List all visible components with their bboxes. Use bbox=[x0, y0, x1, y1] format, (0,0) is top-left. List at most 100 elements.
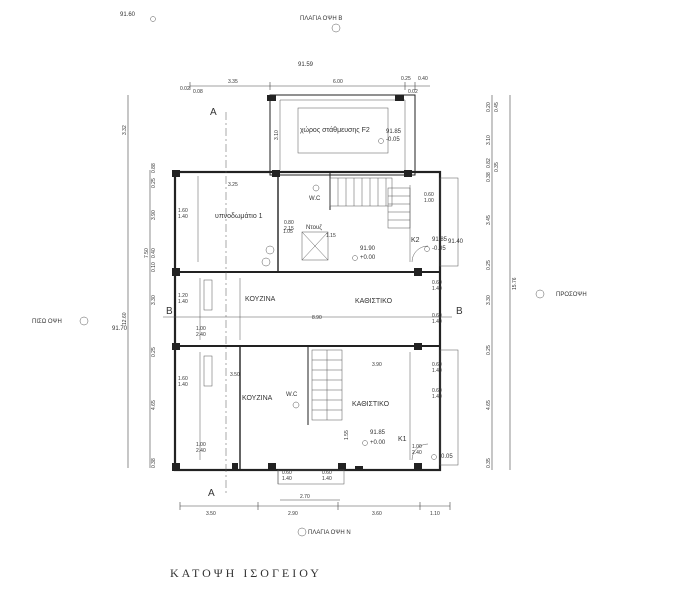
round-fixture bbox=[261, 257, 271, 267]
facade-label-top: ΠΛΑΓΙΑ ΟΨΗ Β bbox=[300, 16, 342, 22]
column bbox=[172, 343, 180, 350]
dim-right-6: 3.45 bbox=[486, 215, 492, 225]
elevation-parking-rel: -0.05 bbox=[386, 137, 400, 143]
elevation-right-k2-rel: -0.05 bbox=[432, 246, 446, 252]
column bbox=[414, 268, 422, 276]
column bbox=[172, 268, 180, 276]
elevation-lower-right-rel: -0.05 bbox=[439, 454, 453, 460]
kitchen-counter bbox=[203, 279, 213, 311]
dim-left-8: 3.30 bbox=[151, 295, 157, 305]
section-marker-a-top: A bbox=[210, 107, 217, 118]
column bbox=[232, 463, 238, 469]
dim-top-2: 3.35 bbox=[228, 79, 238, 85]
parking-area: χώρος στάθμευσης F2 91.85 -0.05 3.10 bbox=[267, 94, 416, 176]
column bbox=[172, 463, 180, 471]
column bbox=[414, 463, 422, 471]
facade-label-bottom: ΠΛΑΓΙΑ ΟΨΗ Ν bbox=[308, 530, 351, 536]
dim-bottom-inner: 2.70 bbox=[300, 494, 310, 500]
drawing-caption: ΚΑΤΟΨΗ ΙΣΟΓΕΙΟΥ bbox=[170, 566, 322, 580]
elevation-lower-center: 91.85 bbox=[370, 430, 386, 436]
dim-corridor: 1.15 bbox=[326, 233, 336, 239]
column bbox=[172, 170, 180, 177]
dim-stair-w: 1.05 bbox=[283, 229, 293, 235]
dimension-line-top: 0.02 0.08 3.35 6.00 0.25 0.40 0.02 bbox=[180, 76, 430, 95]
dim-top-6: 0.02 bbox=[408, 89, 418, 95]
dim-lower-living-w: 3.90 bbox=[372, 362, 382, 368]
facade-marker-left bbox=[79, 316, 89, 326]
dimension-lines-left: 3.32 7.50 12.60 0.25 0.88 3.90 0.10 0.40… bbox=[122, 95, 157, 468]
dim-bottom-0: 3.50 bbox=[206, 511, 216, 517]
dim-left-3: 0.25 bbox=[151, 178, 157, 188]
dim-top-3: 6.00 bbox=[333, 79, 343, 85]
column bbox=[338, 463, 346, 471]
dim-right-5: 0.35 bbox=[494, 162, 500, 172]
dim-left-6: 0.10 bbox=[151, 262, 157, 272]
elevation-parking: 91.85 bbox=[386, 129, 402, 135]
dim-right-7: 0.25 bbox=[486, 260, 492, 270]
dim-top-5: 0.40 bbox=[418, 76, 428, 82]
dim-right-12: 0.35 bbox=[486, 458, 492, 468]
facade-marker-bottom bbox=[297, 527, 307, 537]
entrance-porch: 2.70 bbox=[277, 466, 363, 501]
facade-label-left: ΠΙΣΩ ΟΨΗ bbox=[32, 319, 62, 325]
dim-left-5: 3.90 bbox=[151, 210, 157, 220]
door-swing-k1 bbox=[411, 443, 429, 461]
section-marker-b-right: B bbox=[456, 306, 463, 317]
section-marker-b-left: B bbox=[166, 306, 173, 317]
column-parking-ne bbox=[395, 95, 404, 101]
elevation-upper-center: 91.90 bbox=[360, 246, 376, 252]
room-label-wc-lower: W.C bbox=[286, 392, 298, 398]
dim-right-4: 0.82 bbox=[486, 158, 492, 168]
room-label-kitchen-upper: ΚΟΥΖΙΝΑ bbox=[245, 296, 276, 303]
label-k1: K1 bbox=[398, 436, 407, 443]
elevation-right-k2: 91.85 bbox=[432, 237, 448, 243]
dim-right-0: 0.20 bbox=[486, 102, 492, 112]
elevation-lower-center-rel: +0.00 bbox=[370, 440, 386, 446]
label-k2: K2 bbox=[411, 237, 420, 244]
dim-right-8: 3.30 bbox=[486, 295, 492, 305]
toilet-fixture bbox=[312, 184, 320, 192]
section-line-a: A A bbox=[208, 107, 227, 499]
facade-marker-right bbox=[535, 289, 545, 299]
right-annex bbox=[439, 177, 459, 466]
dim-lower-kitchen-w: 3.50 bbox=[230, 372, 240, 378]
dim-parking-h: 3.10 bbox=[274, 130, 280, 140]
round-fixture bbox=[265, 245, 275, 255]
dim-right-3: 0.38 bbox=[486, 172, 492, 182]
dim-left-0: 3.32 bbox=[122, 125, 128, 135]
dim-top-4: 0.25 bbox=[401, 76, 411, 82]
dim-left-4: 0.88 bbox=[151, 163, 157, 173]
column bbox=[268, 463, 276, 471]
dim-left-11: 0.38 bbox=[151, 458, 157, 468]
dim-lower-corridor: 1.55 bbox=[344, 430, 350, 440]
dim-bottom-3: 1.10 bbox=[430, 511, 440, 517]
dim-right-9: 15.76 bbox=[512, 277, 518, 290]
dim-right-2: 3.10 bbox=[486, 135, 492, 145]
elevation-marker-icon bbox=[362, 440, 368, 446]
dim-right-11: 4.65 bbox=[486, 400, 492, 410]
room-label-wc-upper: W.C bbox=[309, 196, 321, 202]
dim-top-1: 0.08 bbox=[193, 89, 203, 95]
room-label-bedroom: υπνοδωμάτιο 1 bbox=[215, 212, 263, 220]
facade-marker-top bbox=[331, 23, 341, 33]
room-label-kitchen-lower: ΚΟΥΖΙΝΑ bbox=[242, 395, 273, 402]
room-label-laundry: Ντουζ bbox=[306, 225, 322, 231]
dim-mid-width: 8.90 bbox=[312, 315, 322, 321]
main-walls bbox=[163, 170, 452, 472]
elevation-marker-icon bbox=[431, 454, 437, 460]
elevation-top-mid: 91.59 bbox=[298, 62, 314, 68]
room-label-living-lower: ΚΑΘΙΣΤΙΚΟ bbox=[352, 401, 390, 408]
shower-fixture bbox=[301, 231, 329, 261]
elevation-marker-icon bbox=[378, 138, 384, 144]
